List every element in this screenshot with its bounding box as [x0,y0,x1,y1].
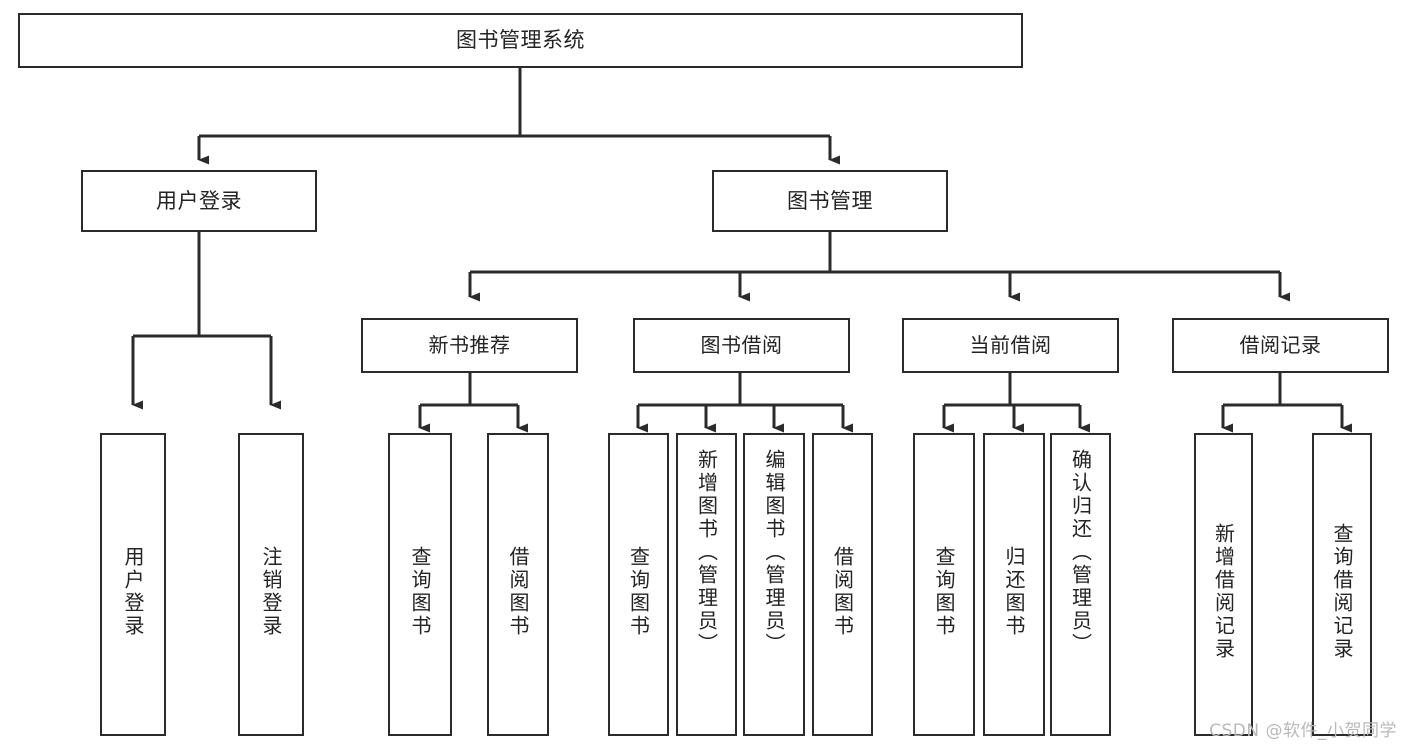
node-new-book-recommend[interactable]: 新书推荐 [361,318,578,373]
node-borrow-record[interactable]: 借阅记录 [1172,318,1389,373]
node-leaf-logout-login-label: 注销登录 [259,545,283,638]
node-leaf-query-record[interactable]: 查询借阅记录 [1312,433,1372,736]
node-leaf-add-record[interactable]: 新增借阅记录 [1194,433,1253,736]
node-book-borrow-label: 图书借阅 [700,333,783,357]
node-book-manage[interactable]: 图书管理 [712,170,948,232]
node-leaf-borrow-book-1-label: 借阅图书 [506,545,530,638]
node-current-borrow[interactable]: 当前借阅 [902,318,1119,373]
node-leaf-borrow-book-1[interactable]: 借阅图书 [487,433,549,736]
node-root-label: 图书管理系统 [456,28,585,53]
node-leaf-query-book-1[interactable]: 查询图书 [388,433,452,736]
node-leaf-add-book[interactable]: 新增图书（管理员） [676,433,737,736]
node-leaf-add-book-label: 新增图书（管理员） [694,449,719,656]
node-leaf-user-login[interactable]: 用户登录 [100,433,166,736]
node-leaf-add-record-label: 新增借阅记录 [1211,522,1236,661]
node-book-manage-label: 图书管理 [787,188,873,213]
node-leaf-return-book[interactable]: 归还图书 [983,433,1045,736]
node-borrow-record-label: 借阅记录 [1239,333,1322,357]
node-current-borrow-label: 当前借阅 [969,333,1052,357]
node-leaf-confirm-return-label: 确认归还（管理员） [1068,449,1093,656]
node-leaf-query-book-3[interactable]: 查询图书 [913,433,975,736]
node-leaf-edit-book[interactable]: 编辑图书（管理员） [743,433,805,736]
node-leaf-return-book-label: 归还图书 [1002,545,1026,638]
node-leaf-query-book-1-label: 查询图书 [408,545,432,638]
node-user-login[interactable]: 用户登录 [81,170,317,232]
node-leaf-confirm-return[interactable]: 确认归还（管理员） [1050,433,1111,736]
node-user-login-label: 用户登录 [156,188,242,213]
node-leaf-query-book-2-label: 查询图书 [626,545,651,638]
node-leaf-borrow-book-2[interactable]: 借阅图书 [812,433,873,736]
node-leaf-borrow-book-2-label: 借阅图书 [830,545,855,638]
node-leaf-logout-login[interactable]: 注销登录 [238,433,304,736]
node-root[interactable]: 图书管理系统 [18,13,1023,68]
node-new-book-recommend-label: 新书推荐 [428,333,511,357]
node-leaf-user-login-label: 用户登录 [121,545,145,638]
node-leaf-query-book-2[interactable]: 查询图书 [608,433,669,736]
node-leaf-query-book-3-label: 查询图书 [932,545,956,638]
node-leaf-query-record-label: 查询借阅记录 [1330,522,1354,661]
node-leaf-edit-book-label: 编辑图书（管理员） [762,449,786,656]
node-book-borrow[interactable]: 图书借阅 [633,318,850,373]
